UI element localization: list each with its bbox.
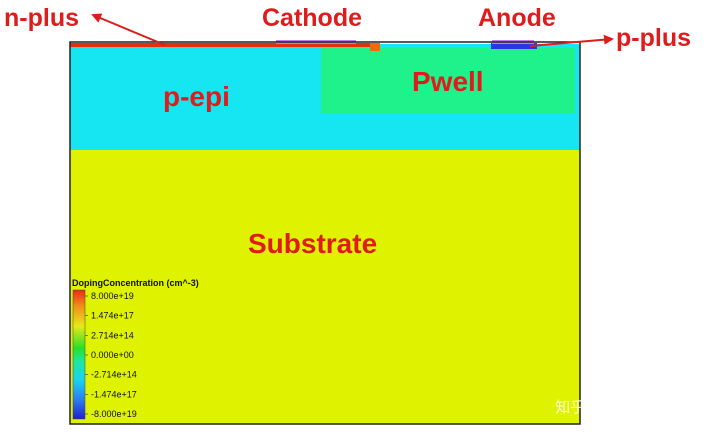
p-epi-label: p-epi [163, 81, 230, 112]
n-plus-strip [70, 43, 380, 47]
legend-tick-label: -2.714e+14 [91, 370, 137, 380]
legend-tick-label: 1.474e+17 [91, 311, 134, 321]
legend-tick-label: -1.474e+17 [91, 389, 137, 399]
n-plus-arrow [91, 13, 166, 46]
legend-colorbar [72, 289, 86, 420]
pwell-label: Pwell [412, 66, 484, 97]
p-plus-label: p-plus [616, 24, 691, 52]
p-plus-arrow [529, 34, 614, 47]
device-outline [69, 41, 581, 425]
watermark: 知乎 @Kendir [555, 398, 653, 416]
legend-title: DopingConcentration (cm^-3) [72, 278, 199, 288]
substrate-label: Substrate [248, 228, 377, 259]
legend-tick-label: 0.000e+00 [91, 350, 134, 360]
legend-tick-label: 8.000e+19 [91, 291, 134, 301]
anode-label: Anode [478, 4, 556, 32]
cathode-label: Cathode [262, 4, 362, 32]
legend-tick-label: 2.714e+14 [91, 330, 134, 340]
n-plus-label: n-plus [4, 4, 79, 32]
doping-legend: DopingConcentration (cm^-3) 8.000e+19 1.4… [72, 278, 199, 420]
legend-ticks: 8.000e+19 1.474e+17 2.714e+14 0.000e+00 -2.7… [85, 291, 137, 419]
anode-doping [491, 43, 537, 49]
n-plus-tail [370, 43, 380, 51]
pwell-region [321, 48, 575, 114]
legend-tick-label: -8.000e+19 [91, 409, 137, 419]
